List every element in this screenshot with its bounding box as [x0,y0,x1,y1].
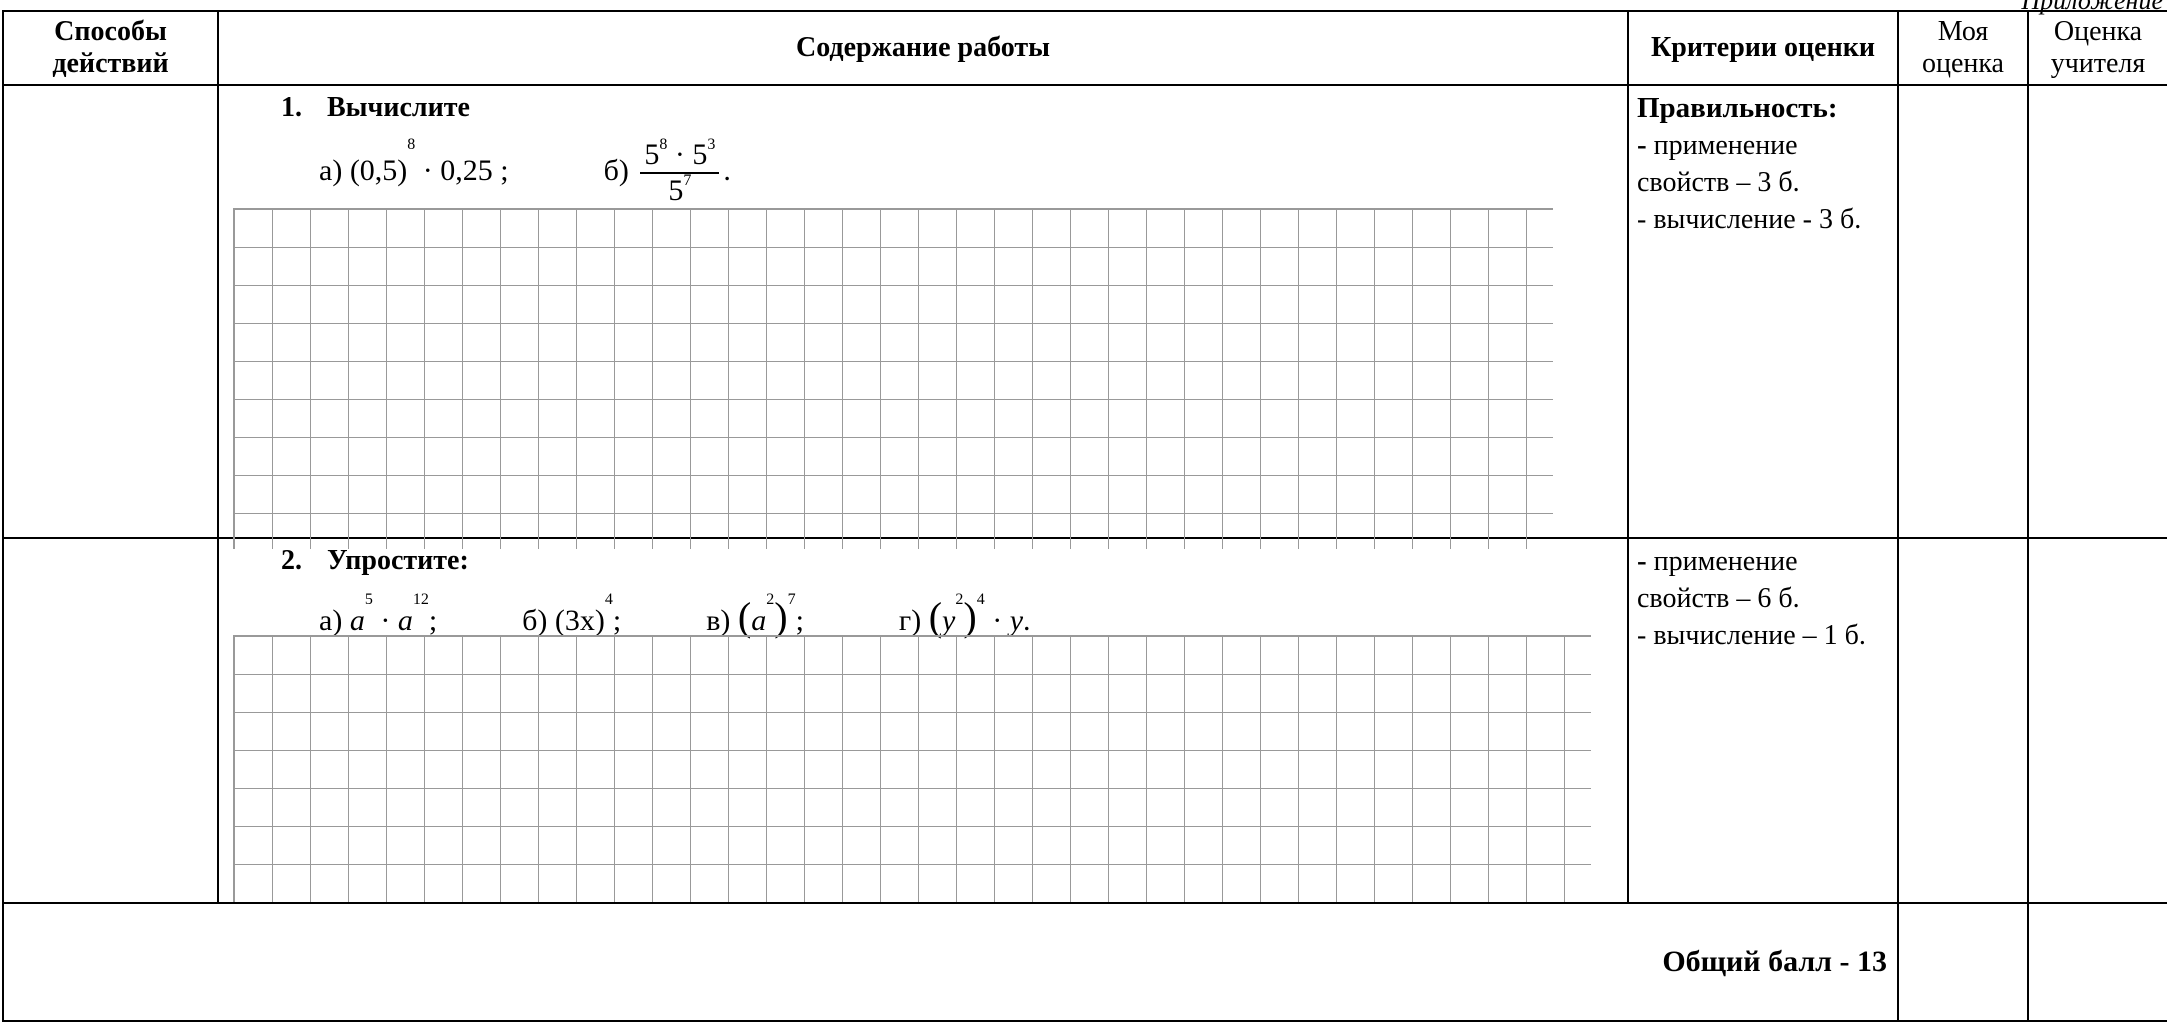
header-row: Способы действий Содержание работы Крите… [2,10,2167,86]
task1-expression: а) (0,5)8 · 0,25 ; б) 58 · 53 57 . [319,136,731,208]
task2-teacher-grade-cell[interactable] [2027,537,2167,904]
task2-criteria-cell: - применение свойств – 6 б. - вычисление… [1627,537,1899,904]
total-my-grade-cell[interactable] [1897,902,2029,1022]
task1-criteria-cell: Правильность: - применение свойств – 3 б… [1627,84,1899,539]
task2-title: 2.Упростите: [281,545,469,576]
header-criteria: Критерии оценки [1627,10,1899,86]
header-my-grade: Моя оценка [1897,10,2029,86]
task1-title: 1.Вычислите [281,92,470,123]
total-teacher-grade-cell[interactable] [2027,902,2167,1022]
task2-answer-grid[interactable] [233,635,1591,902]
header-methods: Способы действий [2,10,219,86]
total-row: Общий балл - 13 [2,902,2167,1022]
task2-row: 2.Упростите: а) a5 · a12; б) (3x)4; в) (… [2,537,2167,904]
header-teacher-grade: Оценка учителя [2027,10,2167,86]
task1-teacher-grade-cell[interactable] [2027,84,2167,539]
task2-content-cell: 2.Упростите: а) a5 · a12; б) (3x)4; в) (… [217,537,1629,904]
task1-fraction: 58 · 53 57 [640,136,720,208]
task1-methods-cell [2,84,219,539]
assessment-table: Способы действий Содержание работы Крите… [2,10,2167,1022]
task1-content-cell: 1.Вычислите а) (0,5)8 · 0,25 ; б) 58 · 5… [217,84,1629,549]
task2-my-grade-cell[interactable] [1897,537,2029,904]
task1-my-grade-cell[interactable] [1897,84,2029,539]
task2-expressions: а) a5 · a12; б) (3x)4; в) (a2)7; г) (y2)… [319,591,1031,639]
task1-row: 1.Вычислите а) (0,5)8 · 0,25 ; б) 58 · 5… [2,84,2167,549]
task2-methods-cell [2,537,219,904]
task1-answer-grid[interactable] [233,208,1553,549]
header-content: Содержание работы [217,10,1629,86]
total-score: Общий балл - 13 [2,902,1899,1022]
